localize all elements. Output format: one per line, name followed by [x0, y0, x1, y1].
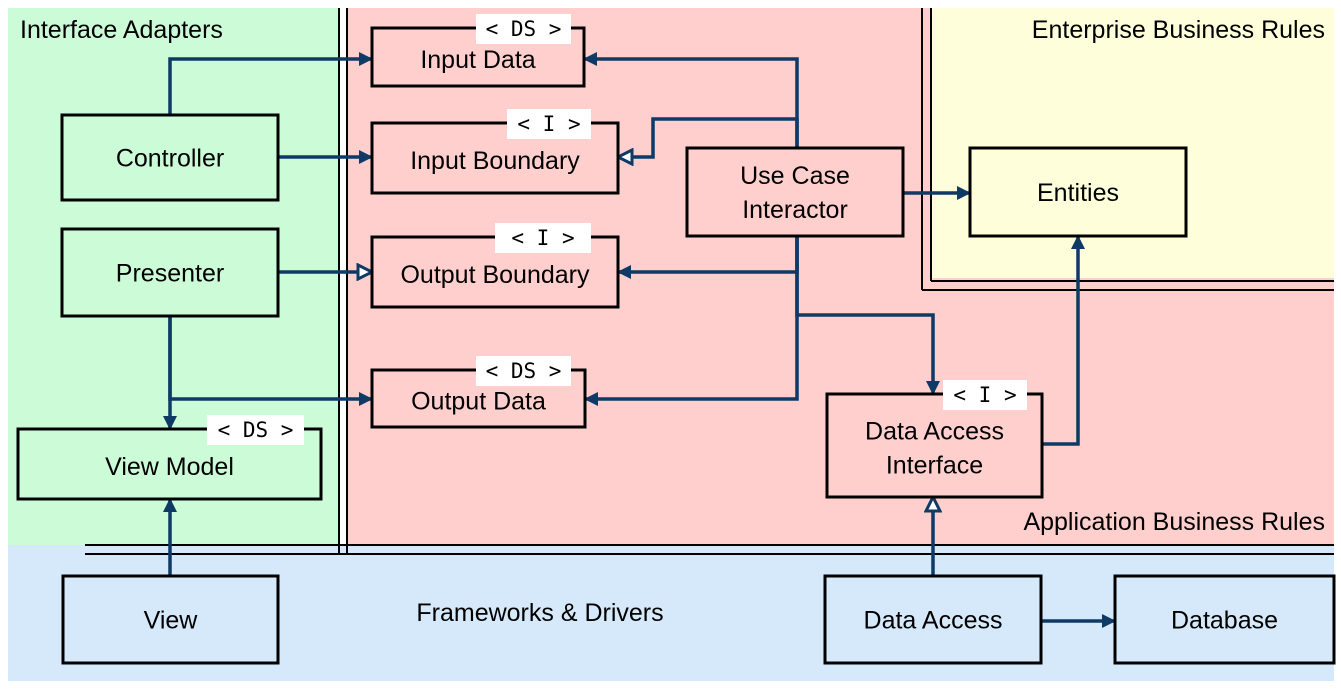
- region-title-frameworks-drivers: Frameworks & Drivers: [416, 599, 663, 627]
- edge-data-access-interface-to-entities: [1042, 235, 1085, 446]
- stereotype-tag-output-data: < DS >: [486, 359, 562, 383]
- node-output-boundary: Output Boundary < I >: [370, 223, 620, 309]
- node-label-use-case-interactor-line-1: Use Case: [740, 162, 850, 190]
- node-box-controller: [60, 113, 280, 202]
- node-label-controller: Controller: [116, 145, 224, 173]
- node-view-model: View Model < DS >: [16, 415, 323, 501]
- stereotype-tag-input-data: < DS >: [486, 17, 562, 41]
- node-box-view: [61, 574, 280, 665]
- node-label-database: Database: [1171, 607, 1278, 635]
- node-box-database: [1113, 574, 1336, 665]
- edge-use-case-interactor-to-data-access-interface: [795, 236, 940, 395]
- node-controller: Controller: [60, 113, 280, 202]
- region-title-interface-adapters: Interface Adapters: [20, 16, 223, 44]
- node-input-boundary: Input Boundary < I >: [370, 109, 620, 195]
- stereotype-tag-bg-output-boundary: [495, 223, 591, 253]
- node-label-output-boundary: Output Boundary: [400, 261, 590, 289]
- node-data-access: Data Access: [823, 574, 1043, 665]
- stereotype-tag-data-access-interface: < I >: [953, 383, 1016, 407]
- region-title-enterprise-business-rules: Enterprise Business Rules: [1032, 16, 1325, 44]
- edge-layer: [163, 52, 1116, 628]
- node-input-data: Input Data < DS >: [370, 14, 586, 88]
- edge-use-case-interactor-to-input-boundary: [618, 117, 799, 157]
- node-label-input-data: Input Data: [420, 46, 535, 74]
- stereotype-tag-bg-input-data: [476, 14, 571, 44]
- node-label-data-access-interface-line-1: Data Access: [865, 418, 1004, 446]
- node-box-presenter: [60, 227, 280, 318]
- node-box-data-access-interface: [825, 392, 1044, 499]
- edge-controller-to-input-data: [168, 52, 373, 115]
- stereotype-tag-output-boundary: < I >: [511, 226, 574, 250]
- stereotype-tag-view-model: < DS >: [218, 418, 294, 442]
- node-label-view-model: View Model: [105, 453, 234, 481]
- node-label-input-boundary: Input Boundary: [410, 147, 580, 175]
- node-label-data-access-interface-line-2: Interface: [886, 452, 983, 480]
- node-label-presenter: Presenter: [116, 260, 224, 288]
- node-label-data-access: Data Access: [864, 607, 1003, 635]
- node-entities: Entities: [968, 146, 1188, 238]
- node-database: Database: [1113, 574, 1336, 665]
- stereotype-tag-input-boundary: < I >: [517, 112, 580, 136]
- node-output-data: Output Data < DS >: [370, 356, 587, 429]
- node-label-view: View: [144, 607, 199, 635]
- node-box-use-case-interactor: [685, 146, 905, 238]
- node-label-entities: Entities: [1037, 179, 1119, 207]
- node-box-data-access: [823, 574, 1043, 665]
- stereotype-tag-bg-input-boundary: [507, 109, 591, 139]
- node-presenter: Presenter: [60, 227, 280, 318]
- node-label-output-data: Output Data: [411, 388, 546, 416]
- stereotype-tag-bg-data-access-interface: [943, 380, 1027, 410]
- node-view: View: [61, 574, 280, 665]
- stereotype-tag-bg-output-data: [476, 356, 571, 386]
- region-title-application-business-rules: Application Business Rules: [1023, 508, 1325, 536]
- node-box-entities: [968, 146, 1188, 238]
- node-label-use-case-interactor-line-2: Interactor: [742, 196, 848, 224]
- stereotype-tag-bg-view-model: [207, 415, 304, 445]
